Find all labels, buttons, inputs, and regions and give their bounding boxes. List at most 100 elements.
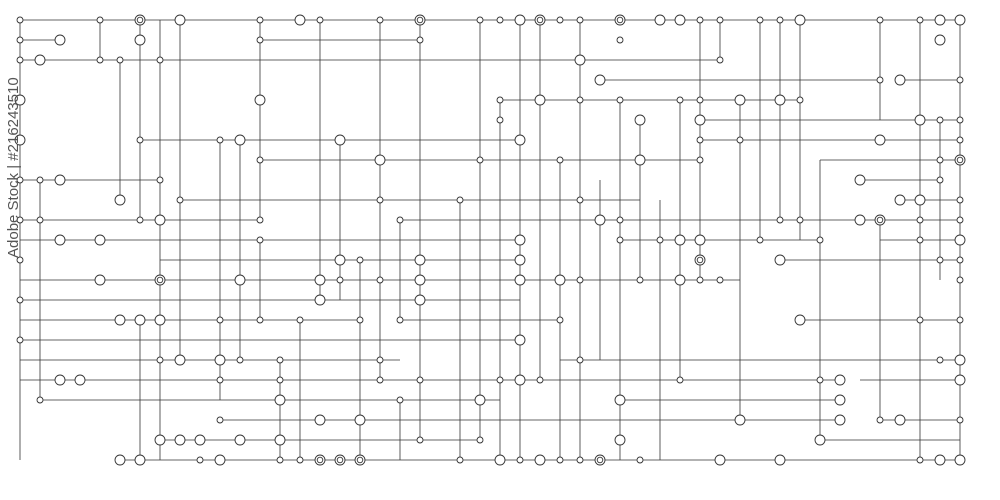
small-node xyxy=(476,156,484,164)
large-node xyxy=(74,374,86,386)
large-node xyxy=(154,314,166,326)
large-node xyxy=(254,94,266,106)
small-node xyxy=(16,296,24,304)
small-node xyxy=(556,16,564,24)
double-ring-node-inner xyxy=(416,16,424,24)
large-node xyxy=(734,94,746,106)
small-node xyxy=(716,276,724,284)
small-node xyxy=(876,416,884,424)
small-node xyxy=(656,236,664,244)
large-node xyxy=(114,194,126,206)
small-node xyxy=(796,96,804,104)
small-node xyxy=(956,196,964,204)
small-node xyxy=(176,196,184,204)
large-node xyxy=(34,54,46,66)
double-ring-node-inner xyxy=(356,456,364,464)
large-node xyxy=(514,14,526,26)
small-node xyxy=(616,236,624,244)
small-node xyxy=(576,196,584,204)
large-node xyxy=(234,274,246,286)
small-node xyxy=(536,376,544,384)
small-node xyxy=(356,316,364,324)
large-node xyxy=(334,254,346,266)
small-node xyxy=(936,256,944,264)
small-node xyxy=(156,356,164,364)
large-node xyxy=(514,274,526,286)
small-node xyxy=(296,456,304,464)
small-node xyxy=(956,256,964,264)
large-node xyxy=(674,14,686,26)
small-node xyxy=(216,416,224,424)
small-node xyxy=(96,16,104,24)
large-node xyxy=(114,314,126,326)
large-node xyxy=(894,74,906,86)
large-node xyxy=(54,174,66,186)
small-node xyxy=(876,16,884,24)
large-node xyxy=(734,414,746,426)
small-node xyxy=(796,216,804,224)
large-node xyxy=(14,134,26,146)
small-node xyxy=(376,356,384,364)
large-node xyxy=(694,114,706,126)
large-node xyxy=(194,434,206,446)
large-node xyxy=(514,254,526,266)
small-node xyxy=(696,136,704,144)
small-node xyxy=(416,36,424,44)
small-node xyxy=(456,196,464,204)
large-node xyxy=(774,254,786,266)
large-node xyxy=(794,14,806,26)
large-node xyxy=(154,214,166,226)
small-node xyxy=(396,316,404,324)
large-node xyxy=(214,454,226,466)
large-node xyxy=(334,134,346,146)
large-node xyxy=(474,394,486,406)
small-node xyxy=(736,136,744,144)
large-node xyxy=(534,454,546,466)
large-node xyxy=(414,274,426,286)
large-node xyxy=(174,14,186,26)
small-node xyxy=(376,196,384,204)
small-node xyxy=(116,56,124,64)
small-node xyxy=(216,316,224,324)
small-node xyxy=(956,136,964,144)
small-node xyxy=(936,156,944,164)
large-node xyxy=(314,294,326,306)
small-node xyxy=(936,116,944,124)
large-node xyxy=(274,434,286,446)
large-node xyxy=(134,34,146,46)
double-ring-node-inner xyxy=(336,456,344,464)
large-node xyxy=(634,154,646,166)
small-node xyxy=(216,136,224,144)
large-node xyxy=(854,214,866,226)
large-node xyxy=(174,434,186,446)
large-node xyxy=(834,394,846,406)
small-node xyxy=(36,396,44,404)
small-node xyxy=(96,56,104,64)
small-node xyxy=(396,396,404,404)
small-node xyxy=(396,216,404,224)
large-node xyxy=(14,94,26,106)
large-node xyxy=(934,454,946,466)
small-node xyxy=(36,216,44,224)
small-node xyxy=(136,216,144,224)
small-node xyxy=(316,16,324,24)
small-node xyxy=(576,276,584,284)
small-node xyxy=(676,96,684,104)
small-node xyxy=(276,356,284,364)
stock-watermark-text: Adobe Stock | #216243510 xyxy=(5,77,22,258)
small-node xyxy=(816,236,824,244)
large-node xyxy=(654,14,666,26)
small-node xyxy=(16,176,24,184)
small-node xyxy=(776,216,784,224)
small-node xyxy=(756,236,764,244)
large-node xyxy=(534,94,546,106)
small-node xyxy=(216,376,224,384)
small-node xyxy=(496,16,504,24)
double-ring-node-inner xyxy=(136,16,144,24)
small-node xyxy=(716,16,724,24)
small-node xyxy=(336,276,344,284)
small-node xyxy=(916,316,924,324)
large-node xyxy=(54,374,66,386)
large-node xyxy=(894,414,906,426)
